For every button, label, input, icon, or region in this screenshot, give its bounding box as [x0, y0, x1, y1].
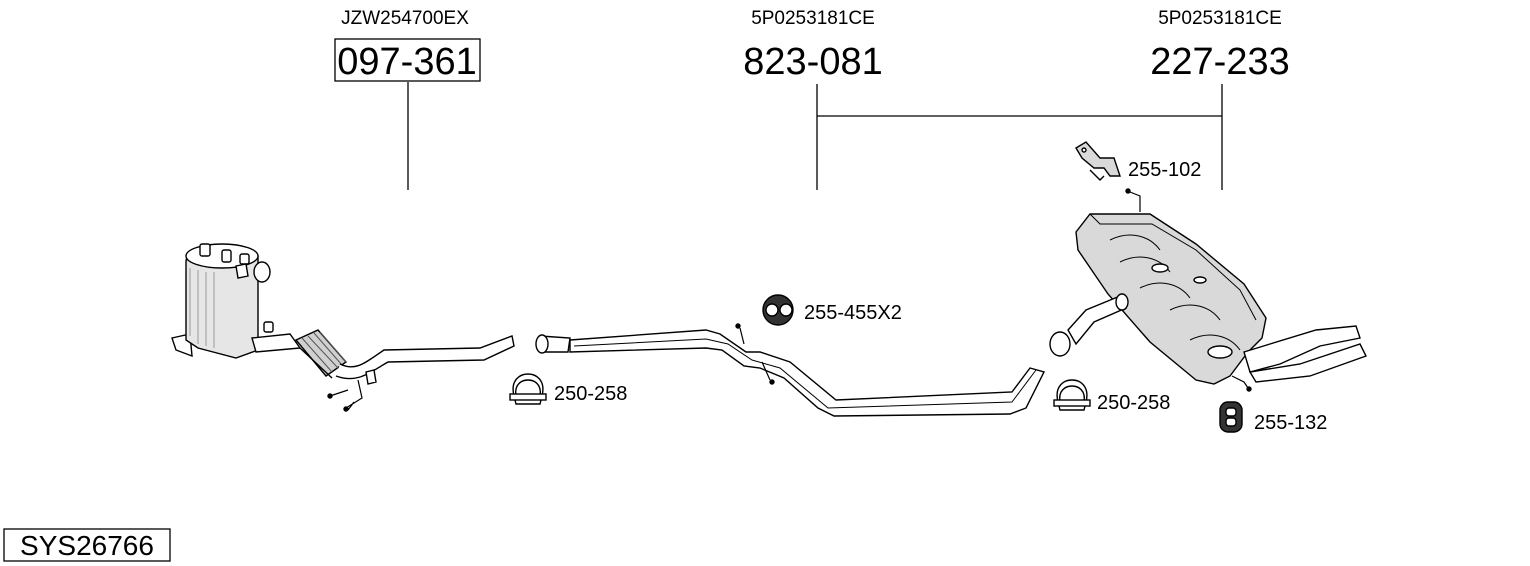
accessory-label-255-132[interactable]: 255-132: [1254, 412, 1327, 434]
part-number-box-097-361: [334, 38, 481, 82]
accessory-label-250-258-first[interactable]: 250-258: [554, 383, 627, 405]
part-number-227-233[interactable]: 227-233: [1150, 41, 1289, 83]
part-number-823-081[interactable]: 823-081: [743, 41, 882, 83]
clamp-250-258-first-drawing[interactable]: [509, 373, 547, 405]
accessory-label-255-102[interactable]: 255-102: [1128, 159, 1201, 181]
oem-label-823-081: 5P0253181CE: [751, 8, 875, 29]
rear-silencer-drawing[interactable]: [1049, 188, 1367, 392]
bracket-255-102-drawing[interactable]: [1075, 141, 1121, 181]
particulate-filter-drawing[interactable]: [171, 243, 515, 412]
oem-label-227-233: 5P0253181CE: [1158, 8, 1282, 29]
accessory-label-250-258-second[interactable]: 250-258: [1097, 392, 1170, 414]
accessory-label-255-455x2[interactable]: 255-455X2: [804, 302, 902, 324]
system-id: SYS26766: [20, 530, 154, 561]
clamp-250-258-second-drawing[interactable]: [1053, 379, 1091, 411]
oem-label-097-361: JZW254700EX: [341, 8, 469, 29]
rubber-mount-255-455-drawing[interactable]: [762, 294, 794, 326]
middle-pipe-drawing[interactable]: [535, 323, 1046, 417]
system-id-box: [3, 528, 171, 562]
rubber-mount-255-132-drawing[interactable]: [1219, 401, 1243, 433]
part-number-097-361[interactable]: 097-361: [337, 41, 476, 83]
